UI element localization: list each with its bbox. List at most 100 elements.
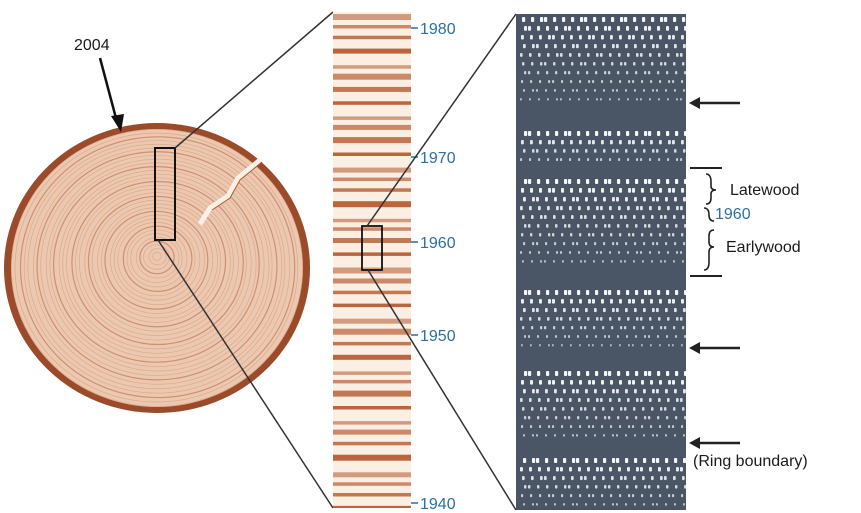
wood-cell	[667, 158, 669, 161]
wood-cell	[594, 458, 597, 463]
wood-cell	[642, 62, 644, 66]
wood-cell	[683, 434, 685, 437]
wood-cell	[627, 398, 630, 402]
wood-cell	[592, 299, 595, 304]
wood-cell	[650, 35, 653, 39]
wood-cell	[536, 89, 538, 92]
strip-ring-band	[333, 188, 411, 192]
wood-cell	[536, 503, 538, 506]
wood-cell	[571, 215, 574, 219]
wood-cell	[554, 44, 557, 48]
wood-cell	[586, 71, 588, 74]
strip-ring-band	[333, 125, 411, 130]
wood-cell	[619, 299, 622, 304]
wood-cell	[584, 407, 586, 411]
wood-cell	[667, 251, 669, 254]
wood-cell	[657, 224, 659, 228]
wood-cell	[545, 503, 547, 506]
wood-cell	[546, 335, 548, 338]
wood-cell	[570, 233, 572, 236]
wood-cell	[610, 425, 612, 428]
wood-cell	[580, 260, 582, 263]
wood-cell	[530, 494, 532, 497]
wood-cell	[563, 89, 565, 92]
wood-cell	[616, 89, 618, 92]
wood-cell	[628, 80, 630, 83]
wood-cell	[642, 407, 644, 411]
wood-cell	[672, 494, 674, 497]
wood-cell	[569, 398, 572, 402]
wood-cell	[648, 26, 651, 31]
strip-ring-band	[333, 506, 411, 511]
wood-cell	[539, 233, 541, 236]
wood-cell	[649, 206, 652, 210]
wood-cell	[620, 326, 622, 329]
wood-cell	[657, 290, 660, 295]
wood-cell	[619, 425, 621, 428]
wood-cell	[642, 215, 645, 219]
wood-cell	[635, 179, 638, 184]
wood-cell	[545, 242, 547, 245]
wood-cell	[585, 503, 587, 506]
wood-cell	[584, 260, 586, 263]
wood-cell	[628, 299, 631, 304]
wood-cell	[588, 188, 591, 193]
wood-cell	[521, 425, 523, 428]
wood-cell	[627, 158, 629, 161]
wood-cell	[682, 260, 684, 263]
wood-cell	[572, 242, 574, 245]
wood-cell	[603, 44, 606, 48]
wood-cell	[611, 17, 614, 22]
wood-cell	[540, 260, 542, 263]
wood-cell	[627, 53, 630, 57]
wood-cell	[592, 140, 595, 144]
wood-cell	[520, 98, 522, 101]
wood-cell	[588, 233, 590, 236]
wood-cell	[620, 17, 623, 22]
wood-cell	[652, 197, 655, 201]
wood-cell	[570, 188, 573, 193]
wood-cell	[538, 98, 540, 101]
wood-cell	[617, 71, 619, 74]
wood-cell	[632, 299, 635, 304]
wood-cell	[656, 149, 658, 153]
wood-cell	[684, 485, 686, 489]
wood-cell	[674, 242, 676, 245]
wood-cell	[660, 17, 663, 22]
wood-cell	[643, 44, 646, 48]
wood-cell	[532, 149, 534, 153]
wood-cell	[520, 251, 522, 254]
wood-cell	[618, 251, 620, 254]
wood-cell	[641, 299, 644, 304]
wood-cell	[561, 80, 563, 83]
wood-cell	[530, 425, 532, 428]
wood-cell	[603, 503, 605, 506]
wood-cell	[538, 158, 540, 161]
wood-cell	[520, 206, 523, 210]
wood-cell	[545, 434, 547, 437]
wood-cell	[532, 44, 535, 48]
wood-cell	[561, 188, 564, 193]
wood-cell	[632, 425, 634, 428]
wood-cell	[546, 71, 548, 74]
wood-cell	[562, 326, 564, 329]
wood-cell	[626, 26, 629, 31]
wood-cell	[683, 44, 686, 48]
wood-cell	[675, 371, 678, 376]
wood-cell	[672, 425, 674, 428]
wood-cell	[666, 71, 668, 74]
wood-cell	[592, 380, 595, 385]
wood-cell	[632, 233, 634, 236]
latewood-label: Latewood	[730, 182, 799, 199]
wood-cell	[684, 179, 687, 184]
wood-cell	[611, 62, 613, 66]
wood-cell	[555, 131, 558, 136]
wood-cell	[656, 458, 659, 463]
wood-cell	[683, 458, 686, 463]
wood-cell	[601, 494, 603, 497]
wood-cell	[521, 80, 523, 83]
wood-cell	[636, 317, 639, 321]
wood-cell	[577, 224, 579, 228]
wood-cell	[632, 140, 635, 144]
wood-cell	[600, 158, 602, 161]
